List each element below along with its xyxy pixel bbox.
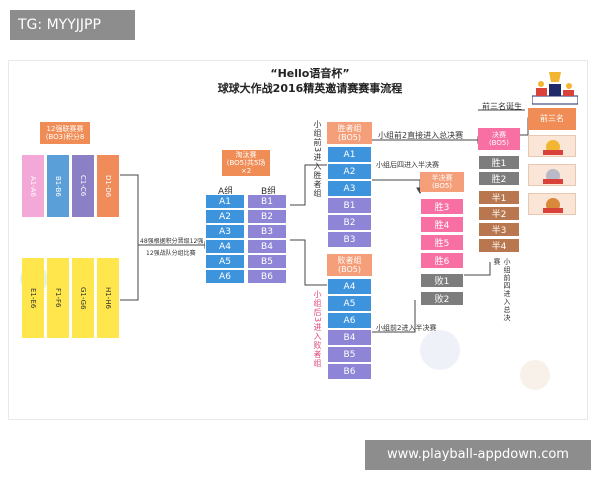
loser-cell: B5	[327, 346, 372, 363]
group-c-box: C1-C6	[72, 155, 94, 217]
seed-header: 淘汰赛 (BO5)共5场×2	[222, 150, 270, 176]
winner-cell: B1	[327, 197, 372, 214]
semi-lose-cell: 败2	[420, 291, 464, 306]
winner-cell: A3	[327, 180, 372, 197]
group-d-box: D1-D6	[97, 155, 119, 217]
group-b-cell: B6	[247, 269, 287, 284]
arrow-text-2: 12强战队分组比赛	[146, 250, 196, 257]
group-a-cell: A3	[205, 224, 245, 239]
group-a-cell: A4	[205, 239, 245, 254]
loser-cell: B4	[327, 329, 372, 346]
winner-bracket-title: 胜者组 (BO5)	[327, 122, 372, 144]
group-e-box: E1-E6	[22, 258, 44, 338]
winner-cell: B2	[327, 214, 372, 231]
group-h-box: H1-H6	[97, 258, 119, 338]
semi-win-cell: 胜3	[420, 198, 464, 215]
text-top2-semi: 小组前2进入半决赛	[376, 324, 437, 332]
group-b-box: B1-B6	[47, 155, 69, 217]
group-a-box: A1-A6	[22, 155, 44, 217]
final-semi-cell: 半1	[478, 190, 520, 205]
loser-cell: A4	[327, 278, 372, 295]
medal-bronze-icon	[543, 198, 563, 213]
group-b-cell: B1	[247, 194, 287, 209]
group-a-label: A组	[218, 187, 234, 197]
final-win-cell: 胜2	[478, 171, 520, 186]
final-semi-cell: 半4	[478, 238, 520, 253]
final-win-cell: 胜1	[478, 155, 520, 170]
vtext-winner: 小组前3进入胜者组	[313, 120, 322, 199]
group-b-cell: B2	[247, 209, 287, 224]
group-a-cell: A2	[205, 209, 245, 224]
text-top2-final: 小组前2直接进入总决赛	[378, 131, 464, 140]
vtext-loser: 小组后3进入败者组	[313, 290, 322, 369]
decor-circle	[520, 360, 550, 390]
winner-cell: A2	[327, 163, 372, 180]
semi-win-cell: 胜6	[420, 252, 464, 269]
semi-title: 半决赛 (BO5)	[420, 172, 464, 192]
loser-cell: A6	[327, 312, 372, 329]
vtext-semi-final: 小组前四进入总决赛	[493, 258, 511, 322]
league-header: 12强联赛赛 (BO3)积分8	[40, 122, 90, 144]
winner-cell: A1	[327, 146, 372, 163]
decor-circle	[420, 330, 460, 370]
final-title: 决赛 (BO5)	[478, 128, 520, 150]
title-line2: 球球大作战2016精英邀请赛赛事流程	[217, 82, 403, 95]
loser-cell: A5	[327, 295, 372, 312]
trophy-icon	[532, 72, 578, 105]
medal-silver-icon	[543, 169, 563, 184]
text-rest-semi: 小组后四进入半决赛	[376, 161, 439, 169]
group-g-box: G1-G6	[72, 258, 94, 338]
title-line1: “Hello语音杯”	[270, 67, 350, 80]
top3-slot-1	[528, 135, 576, 157]
loser-cell: B6	[327, 363, 372, 380]
top3-text: 前三名诞生	[482, 102, 522, 111]
group-f-box: F1-F6	[47, 258, 69, 338]
group-a-cell: A6	[205, 269, 245, 284]
loser-bracket-title: 败者组 (BO5)	[327, 254, 372, 276]
final-semi-cell: 半3	[478, 222, 520, 237]
group-b-cell: B3	[247, 224, 287, 239]
winner-cell: B3	[327, 231, 372, 248]
watermark-bottom: www.playball-appdown.com	[365, 440, 591, 470]
final-semi-cell: 半2	[478, 206, 520, 221]
watermark-top: TG: MYYJJPP	[10, 10, 135, 40]
semi-win-cell: 胜5	[420, 234, 464, 251]
arrow-text-1: 48强根据积分晋级12强	[140, 238, 204, 245]
top3-slot-2	[528, 164, 576, 186]
group-b-label: B组	[261, 187, 277, 197]
semi-win-cell: 胜4	[420, 216, 464, 233]
group-b-cell: B5	[247, 254, 287, 269]
group-a-cell: A1	[205, 194, 245, 209]
medal-gold-icon	[543, 140, 563, 155]
group-a-cell: A5	[205, 254, 245, 269]
top3-slot-3	[528, 193, 576, 215]
top3-title: 前三名	[528, 108, 576, 130]
semi-lose-cell: 败1	[420, 273, 464, 288]
group-b-cell: B4	[247, 239, 287, 254]
